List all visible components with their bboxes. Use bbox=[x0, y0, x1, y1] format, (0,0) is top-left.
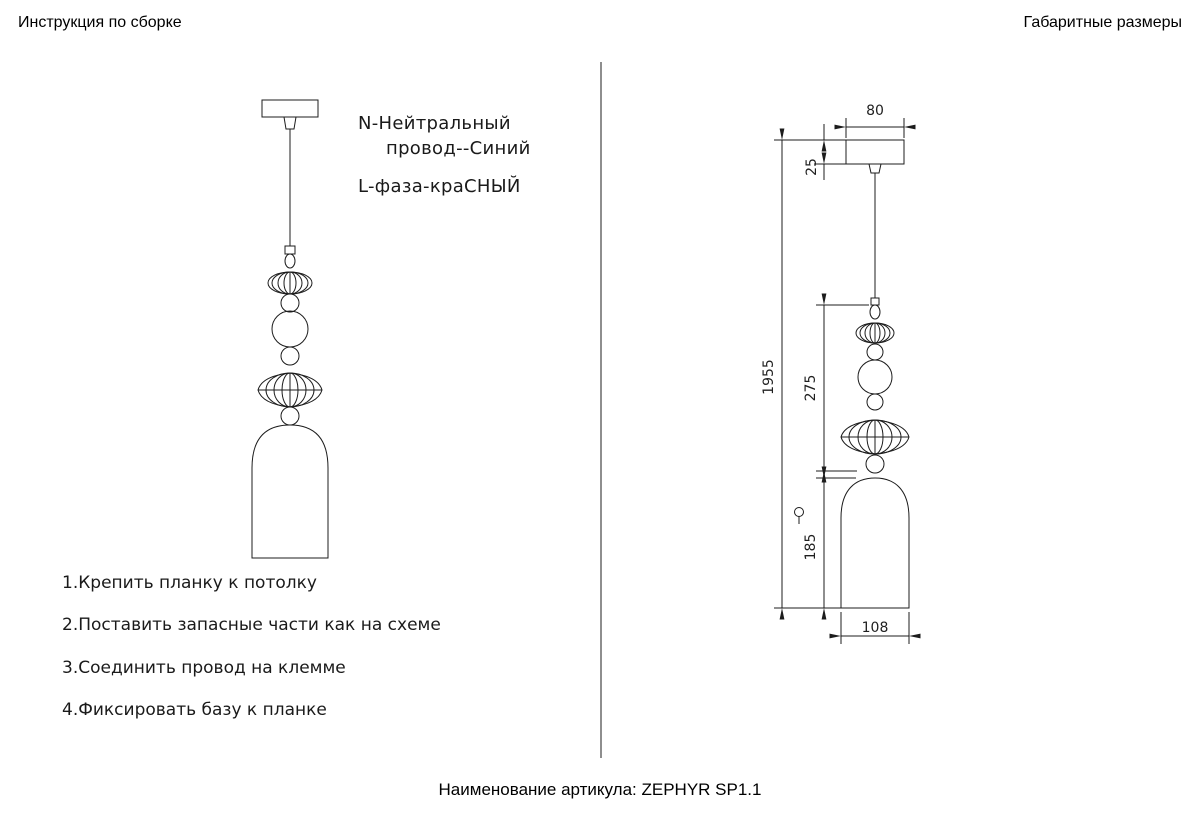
canopy-plate bbox=[845, 139, 905, 165]
wire-fitting bbox=[284, 245, 296, 255]
lamp-shade bbox=[251, 424, 329, 559]
left-section-title: Инструкция по сборке bbox=[18, 14, 182, 31]
bead bbox=[869, 304, 881, 320]
right-section-title: Габаритные размеры bbox=[1023, 14, 1182, 31]
left-lamp-drawing bbox=[251, 99, 329, 559]
assembly-step-2: 2.Поставить запасные части как на схеме bbox=[62, 615, 441, 635]
canopy-plate bbox=[261, 99, 319, 118]
canopy-neck bbox=[868, 163, 882, 174]
small-ball bbox=[865, 454, 885, 474]
big-ball bbox=[857, 359, 893, 395]
small-ball bbox=[280, 346, 300, 366]
wiring-label-neutral-line1: N-Нейтральный bbox=[358, 113, 511, 134]
dim-total-height: 1955 bbox=[761, 359, 777, 395]
dim-shade-width: 108 bbox=[861, 620, 889, 636]
small-ball bbox=[866, 393, 884, 411]
lamp-shade bbox=[840, 477, 910, 609]
bulb-icon bbox=[794, 507, 804, 524]
assembly-step-3: 3.Соединить провод на клемме bbox=[62, 658, 346, 678]
article-name: Наименование артикула: ZEPHYR SP1.1 bbox=[438, 780, 762, 799]
small-ball bbox=[866, 343, 884, 361]
assembly-step-4: 4.Фиксировать базу к планке bbox=[62, 700, 327, 720]
big-ball bbox=[271, 310, 309, 348]
dim-shade-height: 185 bbox=[803, 533, 819, 561]
dim-canopy-height: 25 bbox=[804, 158, 820, 176]
bead bbox=[284, 253, 296, 269]
wire-fitting bbox=[870, 297, 880, 306]
assembly-step-1: 1.Крепить планку к потолку bbox=[62, 573, 317, 593]
canopy-neck bbox=[283, 116, 297, 130]
small-ball bbox=[280, 406, 300, 426]
dim-canopy-width: 80 bbox=[866, 103, 884, 119]
right-lamp-drawing bbox=[840, 139, 910, 609]
dimension-lines bbox=[774, 118, 921, 644]
wiring-label-phase: L-фаза-краСНЫЙ bbox=[358, 176, 521, 197]
small-ball bbox=[280, 293, 300, 313]
dim-decor-height: 275 bbox=[803, 374, 819, 402]
wiring-label-neutral-line2: провод--Синий bbox=[386, 138, 531, 159]
